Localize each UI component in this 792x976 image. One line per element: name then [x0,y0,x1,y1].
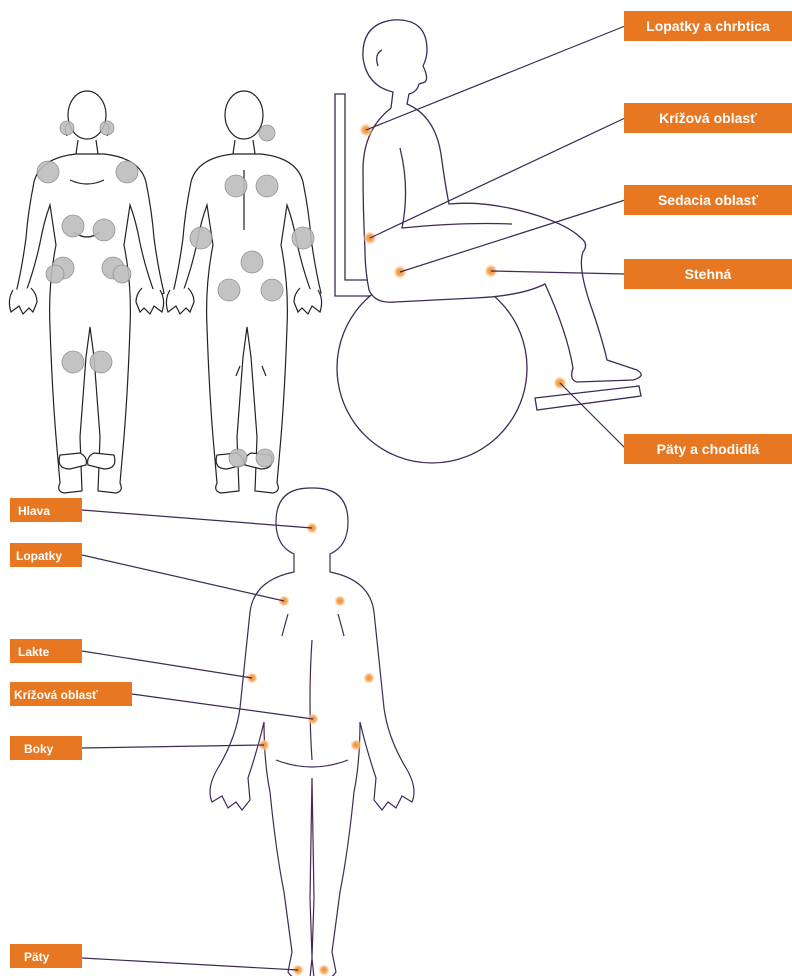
seated-label-thighs: Stehná [624,259,792,289]
back-heel-right-zone [256,449,274,467]
svg-text:Hlava: Hlava [18,504,50,518]
seated-label-shoulders-spine: Lopatky a chrbtica [624,11,792,41]
back-scapula-right-zone [256,175,278,197]
back-head-zone [259,125,275,141]
standing-label-sacral: Krížová oblasť [10,682,132,706]
svg-text:Lakte: Lakte [18,645,50,659]
svg-text:Boky: Boky [24,742,54,756]
standing-label-heels: Päty [10,944,82,968]
standing-back-figure [210,488,414,976]
standing-label-hips: Boky [10,736,82,760]
back-buttock-right-zone [261,279,283,301]
front-knee-left-zone [62,351,84,373]
front-hip-outer-right-zone [113,265,131,283]
front-hip-outer-left-zone [46,265,64,283]
standing-point-hip-right [350,739,362,751]
front-knee-right-zone [90,351,112,373]
back-body-figure [166,91,321,493]
standing-label-shoulder-blades: Lopatky [10,543,82,567]
seated-label-heels-soles: Päty a chodidlá [624,434,792,464]
leader-elbows [82,651,252,678]
svg-text:Krížová oblasť: Krížová oblasť [14,688,98,702]
wheelchair-seated-figure [335,20,641,463]
seated-label-seat: Sedacia oblasť [624,185,792,215]
standing-point-elbow-right [363,672,375,684]
svg-text:Päty: Päty [24,950,50,964]
front-body-figure [9,91,164,493]
svg-text:Krížová oblasť: Krížová oblasť [659,110,757,126]
back-sacral-zone [241,251,263,273]
svg-text:Lopatky a chrbtica: Lopatky a chrbtica [646,18,770,34]
front-shoulder-left-zone [37,161,59,183]
front-ribs-left-zone [62,215,84,237]
back-heel-left-zone [229,449,247,467]
svg-text:Sedacia oblasť: Sedacia oblasť [658,192,758,208]
svg-text:Päty a chodidlá: Päty a chodidlá [657,441,760,457]
standing-point-scapula-right [334,595,346,607]
standing-label-elbows: Lakte [10,639,82,663]
leader-shoulder-blades [82,555,284,601]
wheelchair-footrest [535,386,641,410]
standing-label-head: Hlava [10,498,82,522]
standing-point-heel-right [318,964,330,976]
back-buttock-left-zone [218,279,240,301]
back-elbow-right-zone [292,227,314,249]
wheelchair-wheel [337,273,527,463]
back-elbow-left-zone [190,227,212,249]
leader-heels [82,958,298,970]
front-ear-right-zone [100,121,114,135]
svg-text:Stehná: Stehná [685,266,732,282]
svg-text:Lopatky: Lopatky [16,549,62,563]
back-scapula-left-zone [225,175,247,197]
seated-label-sacral: Krížová oblasť [624,103,792,133]
front-ear-left-zone [60,121,74,135]
leader-lines [82,26,625,970]
front-shoulder-right-zone [116,161,138,183]
front-ribs-right-zone [93,219,115,241]
